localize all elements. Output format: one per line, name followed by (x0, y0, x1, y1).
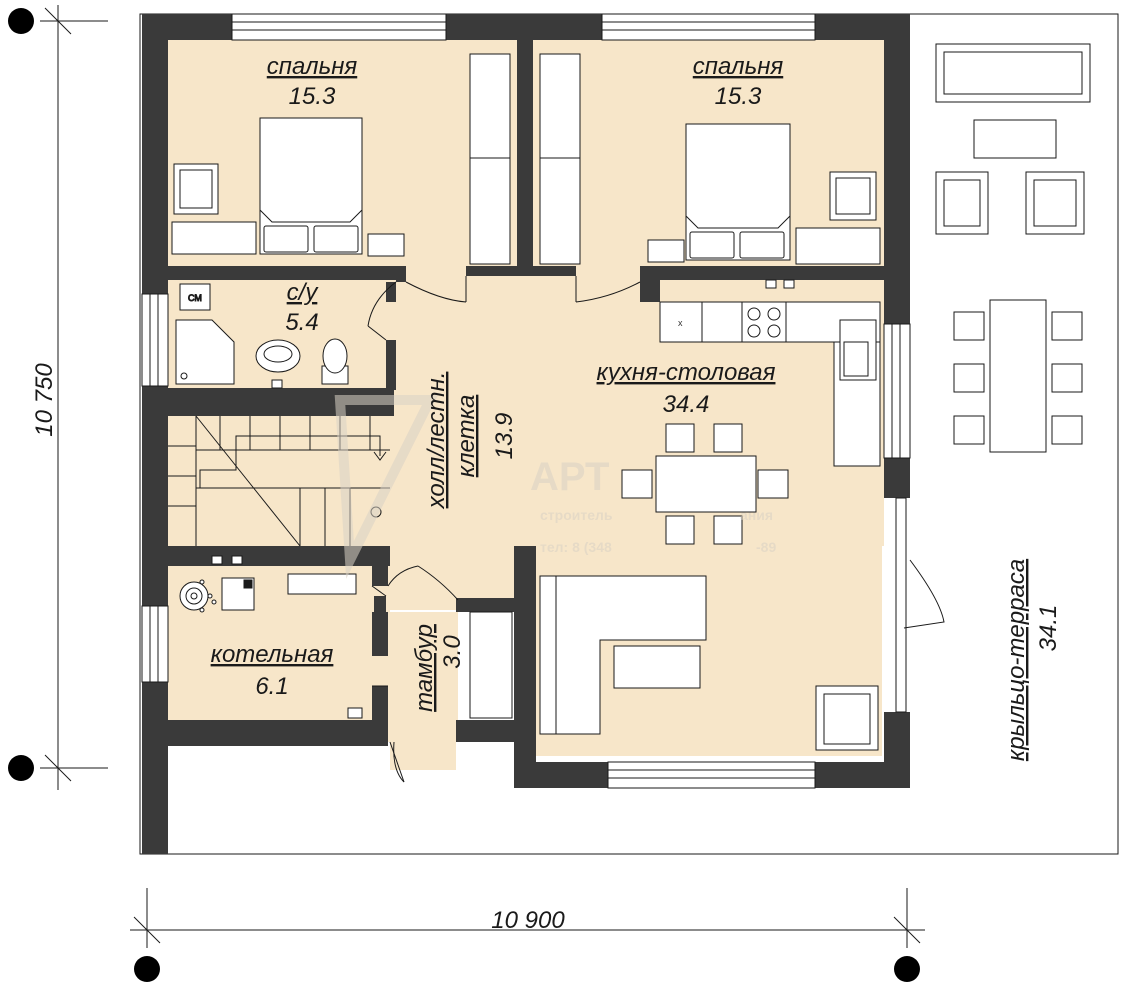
bedroom-right-furniture (539, 53, 881, 265)
svg-text:34.1: 34.1 (1035, 605, 1062, 652)
svg-text:5.4: 5.4 (285, 309, 318, 336)
bedroom-left-furniture (171, 53, 511, 265)
sofa (539, 575, 879, 751)
watermark: АРТ строитель ания тел: 8 (348 -89 (334, 395, 776, 579)
svg-text:15.3: 15.3 (289, 83, 336, 110)
svg-text:клетка: клетка (453, 395, 480, 478)
svg-text:с/у: с/у (287, 279, 320, 306)
svg-text:строитель: строитель (540, 507, 613, 523)
washing-machine-label: СМ (188, 293, 202, 303)
stairs-icon (168, 415, 390, 547)
vestibule-closet (469, 611, 513, 719)
dimension-dot-icon (8, 755, 34, 781)
dimension-height: 10 750 (31, 363, 58, 437)
door-swing-icon (367, 276, 945, 783)
room-label-vestibule: тамбур 3.0 (411, 624, 466, 712)
washing-machine (179, 283, 211, 311)
shower-icon (175, 319, 235, 385)
room-label-kitchen: кухня-столовая 34.4 (597, 359, 776, 418)
svg-text:холл/лестн.: холл/лестн. (423, 372, 450, 510)
svg-text:кухня-столовая: кухня-столовая (597, 359, 776, 386)
dimension-dot-icon (134, 956, 160, 982)
toilet-icon (321, 338, 349, 385)
svg-text:крыльцо-терраса: крыльцо-терраса (1003, 559, 1030, 761)
dimension-dot-icon (894, 956, 920, 982)
room-label-bathroom: с/у 5.4 (285, 279, 319, 336)
bed-icon (259, 117, 363, 255)
dimension-lines (40, 5, 925, 948)
dining-table (621, 423, 789, 545)
svg-text:спальня: спальня (267, 53, 358, 80)
svg-text:-89: -89 (756, 539, 776, 555)
bed-icon (685, 123, 791, 261)
bathroom-fixtures: СМ (175, 283, 349, 389)
room-label-terrace: крыльцо-терраса 34.1 (1003, 559, 1062, 761)
svg-text:тел: 8 (348: тел: 8 (348 (540, 539, 612, 555)
svg-text:3.0: 3.0 (439, 635, 466, 669)
svg-text:АРТ: АРТ (530, 455, 609, 499)
svg-text:спальня: спальня (693, 53, 784, 80)
svg-text:тамбур: тамбур (411, 624, 438, 712)
boiler-icon (179, 573, 363, 719)
dimension-width: 10 900 (491, 907, 565, 934)
room-label-hall: холл/лестн. клетка 13.9 (423, 372, 518, 510)
svg-text:6.1: 6.1 (255, 673, 288, 700)
room-label-boiler: котельная 6.1 (211, 641, 334, 700)
room-label-bedroom-right: спальня 15.3 (693, 53, 784, 110)
dimension-dot-icon (8, 8, 34, 34)
window-icon (141, 13, 911, 789)
armchair-icon (829, 171, 877, 221)
stove-icon (741, 301, 787, 343)
svg-text:13.9: 13.9 (491, 413, 518, 460)
walls (142, 14, 910, 854)
svg-text:15.3: 15.3 (715, 83, 762, 110)
svg-text:34.4: 34.4 (663, 391, 710, 418)
oven-mark: x (678, 318, 683, 328)
svg-text:ания: ания (740, 507, 773, 523)
hood-markers (211, 279, 795, 565)
room-label-bedroom-left: спальня 15.3 (267, 53, 358, 110)
armchair-icon (173, 163, 219, 215)
svg-text:котельная: котельная (211, 641, 334, 668)
terrace-furniture (935, 43, 1091, 453)
